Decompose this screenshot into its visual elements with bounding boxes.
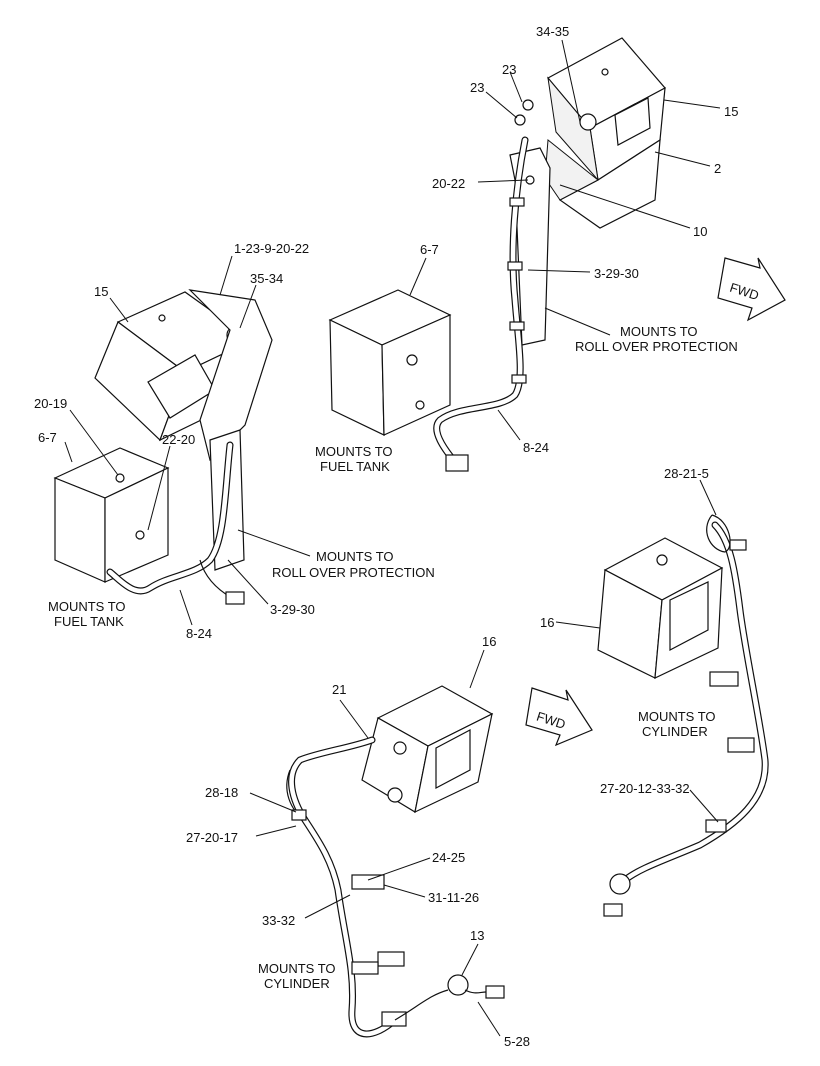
note-cylinder-1-right: MOUNTS TO xyxy=(638,709,716,724)
callout-20-22: 20-22 xyxy=(432,176,465,191)
note-roll-over-1-left: MOUNTS TO xyxy=(316,549,394,564)
callout-27-20-17: 27-20-17 xyxy=(186,830,238,845)
callout-28-18: 28-18 xyxy=(205,785,238,800)
bottom-left-assembly xyxy=(286,685,505,1038)
callout-8-24-left: 8-24 xyxy=(186,626,212,641)
callout-3-29-30-top: 3-29-30 xyxy=(594,266,639,281)
callout-23b: 23 xyxy=(470,80,484,95)
note-roll-over-2-top: ROLL OVER PROTECTION xyxy=(575,339,738,354)
callout-6-7-left: 6-7 xyxy=(38,430,57,445)
light-15 xyxy=(547,37,666,182)
callout-31-11-26: 31-11-26 xyxy=(428,890,479,905)
callout-15-top: 15 xyxy=(724,104,738,119)
top-left-assembly xyxy=(53,289,273,605)
ring-terminal-13 xyxy=(447,974,469,996)
note-fuel-tank-2-top: FUEL TANK xyxy=(320,459,390,474)
light-16-left xyxy=(361,685,494,814)
box-6-7-left xyxy=(53,447,170,583)
note-fuel-tank-1-left: MOUNTS TO xyxy=(48,599,126,614)
callout-5-28: 5-28 xyxy=(504,1034,530,1049)
callout-35-34: 35-34 xyxy=(250,271,283,286)
ring-terminal-right xyxy=(609,873,631,895)
callout-1-23-9-20-22: 1-23-9-20-22 xyxy=(234,241,309,256)
callout-labels: 34-35 23 23 15 2 20-22 10 6-7 3-29-30 MO… xyxy=(34,24,738,1049)
callout-23a: 23 xyxy=(502,62,516,77)
note-cylinder-2-right: CYLINDER xyxy=(642,724,708,739)
callout-21: 21 xyxy=(332,682,346,697)
callout-3-29-30-left: 3-29-30 xyxy=(270,602,315,617)
callout-8-24-top: 8-24 xyxy=(523,440,549,455)
callout-22-20: 22-20 xyxy=(162,432,195,447)
callout-20-19: 20-19 xyxy=(34,396,67,411)
note-roll-over-2-left: ROLL OVER PROTECTION xyxy=(272,565,435,580)
callout-24-25: 24-25 xyxy=(432,850,465,865)
bottom-right-assembly xyxy=(597,514,769,917)
callout-27-20-12-33-32: 27-20-12-33-32 xyxy=(600,781,690,796)
top-right-assembly xyxy=(328,37,666,472)
note-roll-over-1-top: MOUNTS TO xyxy=(620,324,698,339)
callout-10: 10 xyxy=(693,224,707,239)
bracket-2 xyxy=(544,138,661,229)
note-fuel-tank-2-left: FUEL TANK xyxy=(54,614,124,629)
bolt-23 xyxy=(514,114,526,126)
box-6-7-top xyxy=(328,289,452,436)
note-cylinder-2-bottom: CYLINDER xyxy=(264,976,330,991)
callout-13: 13 xyxy=(470,928,484,943)
callout-16-right: 16 xyxy=(540,615,554,630)
bolt-23b xyxy=(522,99,534,111)
leader-lines xyxy=(64,39,721,1037)
callout-34-35: 34-35 xyxy=(536,24,569,39)
connector-left xyxy=(225,591,245,605)
callout-2: 2 xyxy=(714,161,721,176)
light-16-right xyxy=(597,537,724,679)
callout-28-21-5: 28-21-5 xyxy=(664,466,709,481)
callout-16-bottom: 16 xyxy=(482,634,496,649)
connector xyxy=(445,454,469,472)
fwd-arrow-top: FWD xyxy=(717,257,786,322)
callout-6-7-top: 6-7 xyxy=(420,242,439,257)
fwd-arrow-bottom: FWD xyxy=(525,687,593,747)
callout-33-32: 33-32 xyxy=(262,913,295,928)
callout-15-left: 15 xyxy=(94,284,108,299)
note-cylinder-1-bottom: MOUNTS TO xyxy=(258,961,336,976)
note-fuel-tank-1-top: MOUNTS TO xyxy=(315,444,393,459)
